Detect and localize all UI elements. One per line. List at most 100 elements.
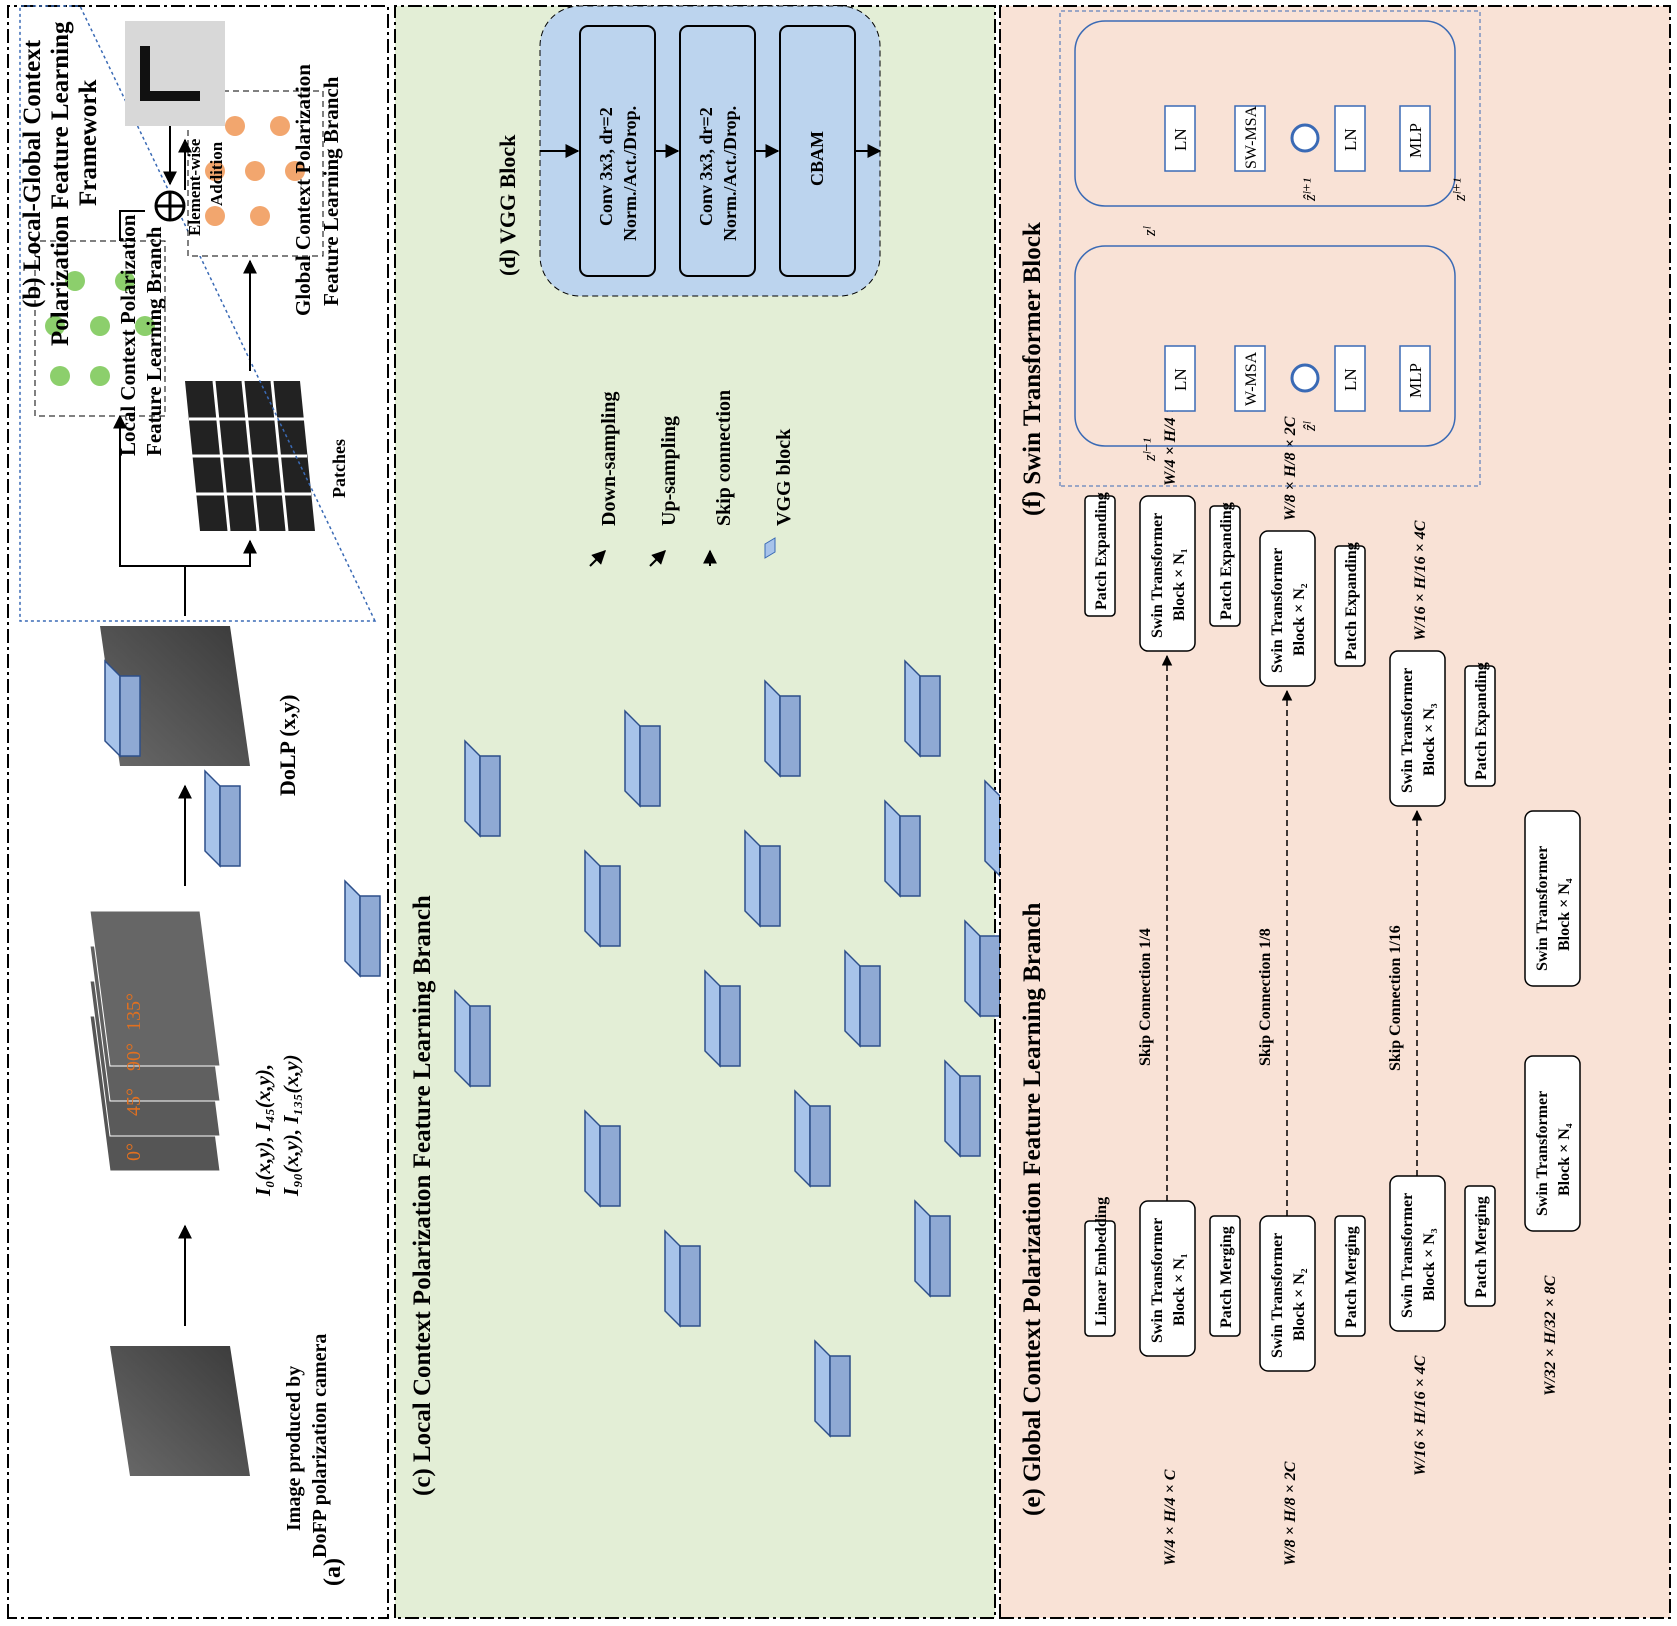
vgg-block: [204, 769, 221, 868]
ln-2: [1334, 345, 1366, 412]
vgg-block: [794, 1089, 811, 1188]
dim-8-left: W/8 × H/8 × 2C: [1282, 1461, 1299, 1566]
branch-global-arrow: [185, 539, 257, 567]
mlp-2: [1399, 105, 1431, 172]
swin-dec-2: [1259, 530, 1316, 687]
legend-down: Down-sampling: [598, 392, 620, 526]
vgg-block: [344, 879, 361, 978]
wmsa: [1234, 345, 1266, 412]
caption-image-2: DoFP polarization camera: [309, 1334, 331, 1558]
ln-4: [1334, 105, 1366, 172]
swin-bn1-l2: Block × N₄: [1556, 1123, 1573, 1196]
ln-1-label: LN: [1171, 368, 1190, 391]
output-digit: [140, 46, 200, 101]
vgg-block: [584, 849, 601, 948]
swmsa-label: SW-MSA: [1243, 105, 1260, 169]
global-label-1: Global Context Polarization: [291, 64, 315, 316]
panel-b-title-2: Polarization Feature Learning: [47, 21, 74, 346]
vgg-block-face: [959, 1075, 981, 1157]
vgg-block-face: [809, 1105, 831, 1187]
legend-up: Up-sampling: [658, 416, 680, 526]
swin-bottleneck-1: [1524, 1055, 1581, 1232]
branch-local-arrow: [113, 414, 185, 567]
z-next: zˡ⁺¹: [1450, 178, 1469, 202]
patch-expanding-0-label: Patch Expanding: [1093, 492, 1110, 610]
swin-enc-3-l2: Block × N₃: [1421, 1228, 1438, 1301]
vgg-block: [464, 739, 481, 838]
global-network-nodes: [205, 116, 305, 226]
mlp-1: [1399, 345, 1431, 412]
linear-embedding-label: Linear Embedding: [1093, 1197, 1110, 1326]
patches-grid: [185, 380, 315, 532]
patch-expanding-3: [1464, 665, 1496, 787]
patch-expanding-2: [1334, 545, 1366, 667]
swin-enc-1-l2: Block × N₁: [1171, 1253, 1188, 1326]
patch-merging-2: [1334, 1215, 1366, 1337]
local-network-nodes: [45, 271, 155, 386]
vgg-block: [844, 949, 861, 1048]
panel-c-title: (c) Local Context Polarization Feature L…: [409, 895, 436, 1496]
vgg-block-face: [599, 865, 621, 947]
panel-e-title: (e) Global Context Polarization Feature …: [1019, 903, 1046, 1516]
ln-1: [1164, 345, 1196, 412]
dim-8-right: W/8 × H/8 × 2C: [1282, 416, 1299, 521]
conv2-line2: Norm./Act./Drop.: [720, 106, 740, 241]
patches-label: Patches: [329, 439, 349, 498]
vgg-block-face: [219, 785, 241, 867]
swin-dec-3: [1389, 650, 1446, 807]
vgg-block-face: [639, 725, 661, 807]
vgg-block-face: [469, 1005, 491, 1087]
vgg-block: [454, 989, 471, 1088]
dim-16-left: W/16 × H/16 × 4C: [1412, 1355, 1429, 1476]
vgg-block-face: [919, 675, 941, 757]
vgg-block: [814, 1339, 831, 1438]
legend-skip: Skip connection: [713, 390, 735, 526]
vgg-block-face: [859, 965, 881, 1047]
z-l: zˡ: [1140, 226, 1159, 237]
patch-merging-3: [1464, 1185, 1496, 1307]
angle-90: 90°: [123, 1043, 145, 1071]
vgg-block: [104, 659, 121, 758]
ln-2-label: LN: [1341, 368, 1360, 391]
panel-b-title-1: (b) Local-Global Context: [19, 39, 46, 308]
patch-merging-3-label: Patch Merging: [1473, 1196, 1490, 1298]
swin-dec-2-l2: Block × N₂: [1291, 583, 1308, 656]
local-label-2: Feature Learning Branch: [142, 226, 166, 456]
vgg-block: [884, 799, 901, 898]
vgg-block-face: [599, 1125, 621, 1207]
caption-intensity-1: I₀(x,y), I₄₅(x,y),: [251, 1064, 275, 1197]
vgg-block: [624, 709, 641, 808]
angle-135: 135°: [123, 993, 145, 1031]
conv1-line2: Norm./Act./Drop.: [620, 106, 640, 241]
conv1-line1: Conv 3x3, dr=2: [596, 107, 616, 226]
wmsa-label: W-MSA: [1243, 351, 1260, 406]
patch-merging-1-label: Patch Merging: [1218, 1226, 1235, 1328]
swin-unet: Linear Embedding Swin Transformer Block …: [1084, 389, 1581, 1566]
vgg-block-face: [829, 1355, 851, 1437]
z-prev: zˡ⁻¹: [1140, 438, 1159, 462]
z-hat-l: ẑˡ: [1300, 421, 1319, 432]
ln-4-label: LN: [1341, 128, 1360, 151]
vgg-block-face: [979, 935, 1001, 1017]
vgg-block-face: [679, 1245, 701, 1327]
vgg-block-face: [759, 845, 781, 927]
swin-enc-1-l1: Swin Transformer: [1149, 1218, 1166, 1343]
vgg-block: [744, 829, 761, 928]
panel-d-title: (d) VGG Block: [495, 134, 520, 276]
swin-bn1-l1: Swin Transformer: [1534, 1091, 1551, 1216]
conv2-box: [679, 25, 756, 277]
dim-4-right: W/4 × H/4 × C: [1162, 389, 1179, 486]
linear-embedding-box: [1084, 1220, 1116, 1337]
caption-image-1: Image produced by: [283, 1366, 305, 1531]
swin-bn2-l2: Block × N₄: [1556, 878, 1573, 951]
swmsa: [1234, 105, 1266, 172]
polarization-stack: [89, 910, 221, 1172]
patch-merging-1: [1209, 1215, 1241, 1337]
swin-enc-3-l1: Swin Transformer: [1399, 1193, 1416, 1318]
swin-block-part2: [1074, 20, 1456, 207]
legend-vgg: VGG block: [773, 428, 795, 526]
angle-45: 45°: [123, 1088, 145, 1116]
panel-a-tag: (a): [320, 1558, 346, 1586]
